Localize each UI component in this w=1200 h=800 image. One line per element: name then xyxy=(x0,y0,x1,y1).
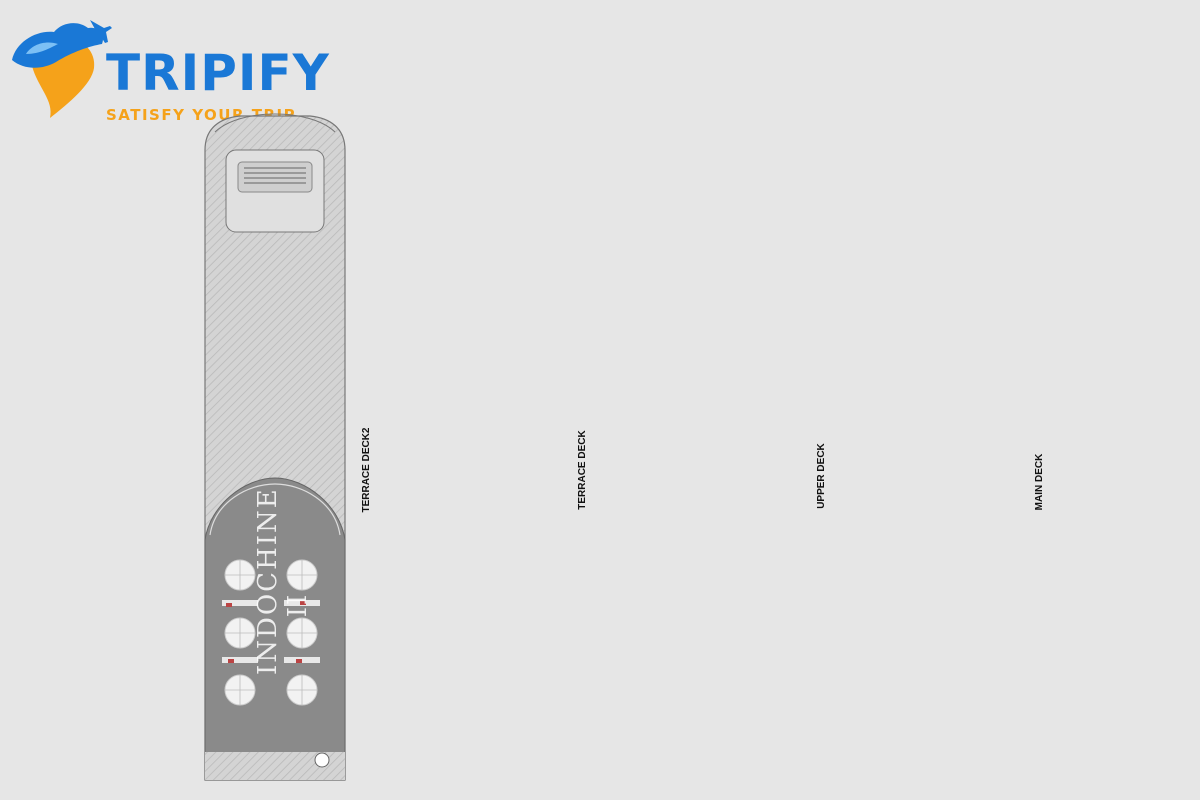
deck-label-upper-deck: UPPER DECK xyxy=(816,443,827,509)
deck-label-main-deck: MAIN DECK xyxy=(1034,453,1045,511)
ship-name: INDOCHINE II xyxy=(253,487,313,675)
brand-logo: TRIPIFY SATISFY YOUR TRIP xyxy=(10,8,329,126)
pin-plane-icon xyxy=(12,20,112,118)
deck-label-terrace-deck: TERRACE DECK xyxy=(577,430,588,510)
deck-terrace-deck2 xyxy=(204,113,346,781)
deck-label-terrace-deck2: TERRACE DECK2 xyxy=(361,427,372,513)
brand-name: TRIPIFY xyxy=(106,44,330,102)
